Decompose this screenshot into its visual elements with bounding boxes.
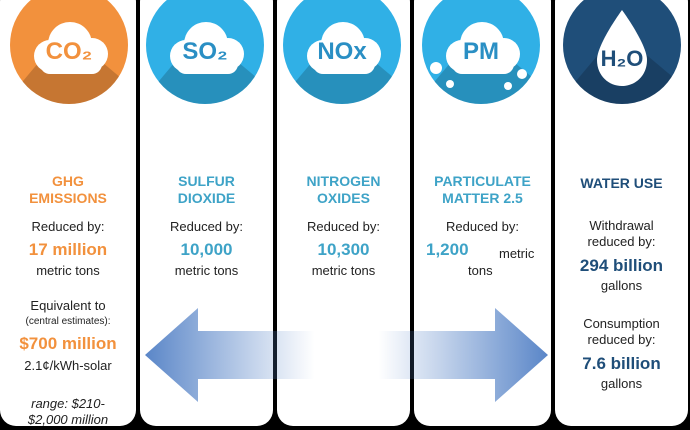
pm-title-1: PARTICULATE — [434, 173, 531, 189]
ghg-range-2: $2,000 million — [27, 412, 109, 426]
ghg-title-1: GHG — [52, 173, 84, 189]
so2-value: 10,000 — [180, 240, 233, 259]
so2-icon: SO₂ — [146, 0, 264, 104]
co2-label: CO₂ — [45, 38, 93, 65]
nox-title-1: NITROGEN — [306, 173, 381, 189]
ghg-central: (central estimates): — [25, 316, 111, 327]
pm-icon: PM — [422, 0, 540, 104]
ghg-reduced-by: Reduced by: — [31, 219, 105, 234]
pm-reduced-by: Reduced by: — [446, 219, 519, 234]
nox-title-2: OXIDES — [317, 190, 370, 206]
water-withdrawal-1: Withdrawal — [589, 218, 654, 233]
so2-reduced-by: Reduced by: — [170, 219, 243, 234]
nox-label: NOx — [317, 38, 367, 65]
nox-reduced-by: Reduced by: — [307, 219, 380, 234]
pm-label: PM — [463, 38, 499, 65]
water-withdrawal-value: 294 billion — [579, 256, 664, 275]
so2-label: SO₂ — [182, 38, 228, 65]
water-consumption-unit: gallons — [600, 376, 643, 391]
ghg-unit: metric tons — [36, 263, 100, 278]
ghg-title-2: EMISSIONS — [29, 190, 107, 206]
so2-unit: metric tons — [174, 263, 239, 278]
so2-title-1: SULFUR — [178, 173, 235, 189]
water-consumption-1: Consumption — [583, 316, 660, 331]
water-card: H₂O WATER USE Withdrawal reduced by: 294… — [555, 0, 688, 426]
nox-unit: metric tons — [311, 263, 376, 278]
nox-value: 10,300 — [317, 240, 370, 259]
ghg-rate: 2.1¢/kWh-solar — [24, 358, 112, 373]
pm-unit-a: metric — [499, 246, 535, 261]
ghg-value: 17 million — [28, 240, 108, 259]
h2o-icon: H₂O — [563, 0, 681, 104]
water-consumption-2: reduced by: — [587, 332, 656, 347]
nox-icon: NOx — [283, 0, 401, 104]
pm-title-2: MATTER 2.5 — [442, 190, 523, 206]
ghg-money: $700 million — [19, 334, 117, 353]
water-title: WATER USE — [580, 175, 663, 191]
h2o-label: H₂O — [600, 46, 644, 71]
ghg-card: CO₂ GHG EMISSIONS Reduced by: 17 million… — [0, 0, 136, 426]
co2-icon: CO₂ — [10, 0, 128, 104]
water-withdrawal-unit: gallons — [600, 278, 643, 293]
water-withdrawal-2: reduced by: — [587, 234, 656, 249]
water-consumption-value: 7.6 billion — [582, 354, 661, 373]
pm-value: 1,200 — [426, 240, 469, 259]
so2-title-2: DIOXIDE — [177, 190, 236, 206]
ghg-range-1: range: $210- — [31, 396, 105, 411]
pm-unit-b: tons — [468, 263, 493, 278]
ghg-equiv: Equivalent to — [30, 298, 106, 313]
